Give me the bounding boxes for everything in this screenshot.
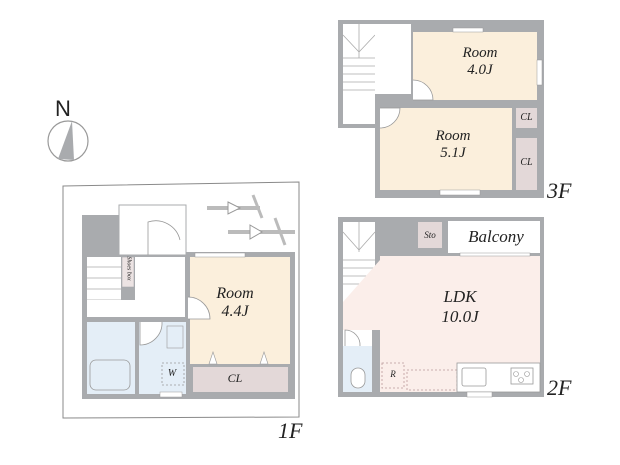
- room-3f-a-name: Room: [462, 45, 498, 61]
- floor-3f: [338, 20, 544, 198]
- floor-3f-label: 3F: [547, 178, 572, 203]
- floor-2f-label: 2F: [547, 375, 572, 400]
- ldk-size: 10.0J: [441, 306, 479, 326]
- closet-3f-b-label: CL: [520, 157, 533, 168]
- closet-1f-label: CL: [227, 371, 243, 385]
- bicycle-icon: [207, 194, 295, 246]
- floor-2f: [338, 217, 544, 398]
- fridge-label: R: [390, 369, 396, 379]
- shoe-box-label: Shoes box: [125, 256, 132, 281]
- room-3f-b-size: 5.1J: [440, 145, 466, 162]
- ldk-label: LDK 10.0J: [425, 287, 495, 326]
- balcony-label: Balcony: [468, 227, 524, 246]
- room-1f-label: Room 4.4J: [205, 285, 265, 322]
- room-3f-a-label: Room 4.0J: [450, 45, 510, 80]
- washer-label: W: [167, 368, 177, 379]
- room-1f-name: Room: [216, 285, 254, 302]
- compass-icon: [47, 120, 89, 162]
- ldk-name: LDK: [443, 287, 477, 306]
- room-1f-size: 4.4J: [221, 303, 249, 321]
- closet-3f-a-label: CL: [520, 112, 533, 123]
- storage-label: Sto: [424, 230, 436, 240]
- room-3f-b-label: Room 5.1J: [423, 128, 483, 163]
- floor-1f: [62, 181, 300, 419]
- room-3f-a-size: 4.0J: [467, 62, 493, 79]
- compass-north-label: N: [55, 96, 71, 121]
- floor-1f-label: 1F: [278, 418, 303, 443]
- room-3f-b-name: Room: [435, 128, 471, 144]
